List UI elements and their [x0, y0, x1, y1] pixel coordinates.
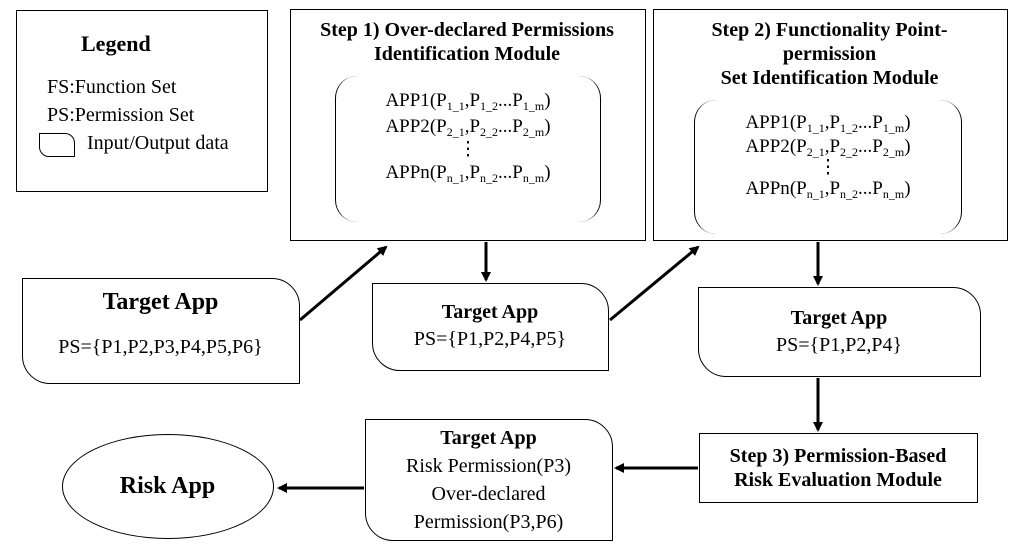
- legend-item-fs: FS:Function Set: [47, 76, 177, 98]
- step1-module: Step 1) Over-declared Permissions Identi…: [290, 9, 646, 241]
- target-app-final-risk: Risk Permission(P3): [405, 455, 572, 477]
- step1-app-row-n: APPn(Pn_1,Pn_2...Pn_m): [385, 162, 551, 185]
- target-app-initial: Target App PS={P1,P2,P3,P4,P5,P6}: [22, 278, 300, 384]
- step1-app-row-2: APP2(P2_1,P2_2...P2_m): [385, 116, 551, 139]
- legend-box: Legend FS:Function Set PS:Permission Set…: [16, 10, 268, 192]
- target-app-step2-title: Target App: [790, 307, 888, 329]
- arrow-target2-to-step2: [609, 245, 700, 322]
- legend-item-io: Input/Output data: [87, 132, 229, 154]
- step1-vdots: ⋮: [458, 139, 478, 160]
- step2-module: Step 2) Functionality Point- permission …: [653, 9, 1008, 241]
- target-app-final-permission: Permission(P3,P6): [413, 511, 564, 533]
- step2-app-row-n: APPn(Pn_1,Pn_2...Pn_m): [745, 178, 911, 201]
- legend-io-swatch: [39, 133, 75, 157]
- step1-title: Step 1) Over-declared Permissions Identi…: [320, 19, 614, 65]
- target-app-step2-output: Target App PS={P1,P2,P4}: [698, 287, 981, 377]
- target-app-final-title: Target App: [440, 427, 537, 449]
- target-app-final: Target App Risk Permission(P3) Over-decl…: [365, 419, 613, 541]
- target-app-final-overdeclared: Over-declared: [431, 483, 546, 505]
- risk-app-label: Risk App: [119, 473, 216, 499]
- target-app-initial-ps: PS={P1,P2,P3,P4,P5,P6}: [58, 336, 263, 358]
- legend-item-ps: PS:Permission Set: [47, 104, 195, 126]
- legend-title: Legend: [81, 31, 151, 56]
- step3-title: Step 3) Permission-Based Risk Evaluation…: [729, 445, 947, 491]
- target-app-initial-title: Target App: [102, 289, 219, 315]
- step1-app-list: APP1(P1_1,P1_2...P1_m) APP2(P2_1,P2_2...…: [335, 76, 601, 222]
- risk-app-oval: Risk App: [62, 434, 274, 539]
- step2-vdots: ⋮: [818, 157, 838, 178]
- step2-title: Step 2) Functionality Point- permission …: [711, 19, 948, 89]
- step2-app-list: APP1(P1_1,P1_2...P1_m) APP2(P2_1,P2_2...…: [694, 100, 962, 234]
- step3-module: Step 3) Permission-Based Risk Evaluation…: [699, 433, 978, 503]
- step1-app-row-1: APP1(P1_1,P1_2...P1_m): [385, 90, 551, 113]
- target-app-step1-title: Target App: [441, 301, 539, 323]
- step2-app-row-1: APP1(P1_1,P1_2...P1_m): [745, 112, 911, 135]
- step2-app-row-2: APP2(P2_1,P2_2...P2_m): [745, 136, 911, 159]
- target-app-step2-ps: PS={P1,P2,P4}: [775, 334, 903, 356]
- target-app-step1-output: Target App PS={P1,P2,P4,P5}: [372, 283, 609, 371]
- target-app-step1-ps: PS={P1,P2,P4,P5}: [413, 328, 567, 350]
